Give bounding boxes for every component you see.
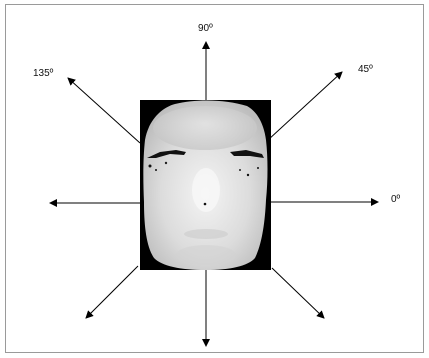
arrow-135 [68,78,140,143]
arrow-45 [268,72,342,140]
arrow-315 [272,268,324,318]
label-90-degrees: 90º [198,23,213,34]
label-135-degrees: 135º [33,68,53,79]
depth-face-image [140,100,271,270]
label-45-degrees: 45º [358,64,373,75]
label-0-degrees: 0º [391,194,400,205]
arrow-225 [86,266,138,318]
